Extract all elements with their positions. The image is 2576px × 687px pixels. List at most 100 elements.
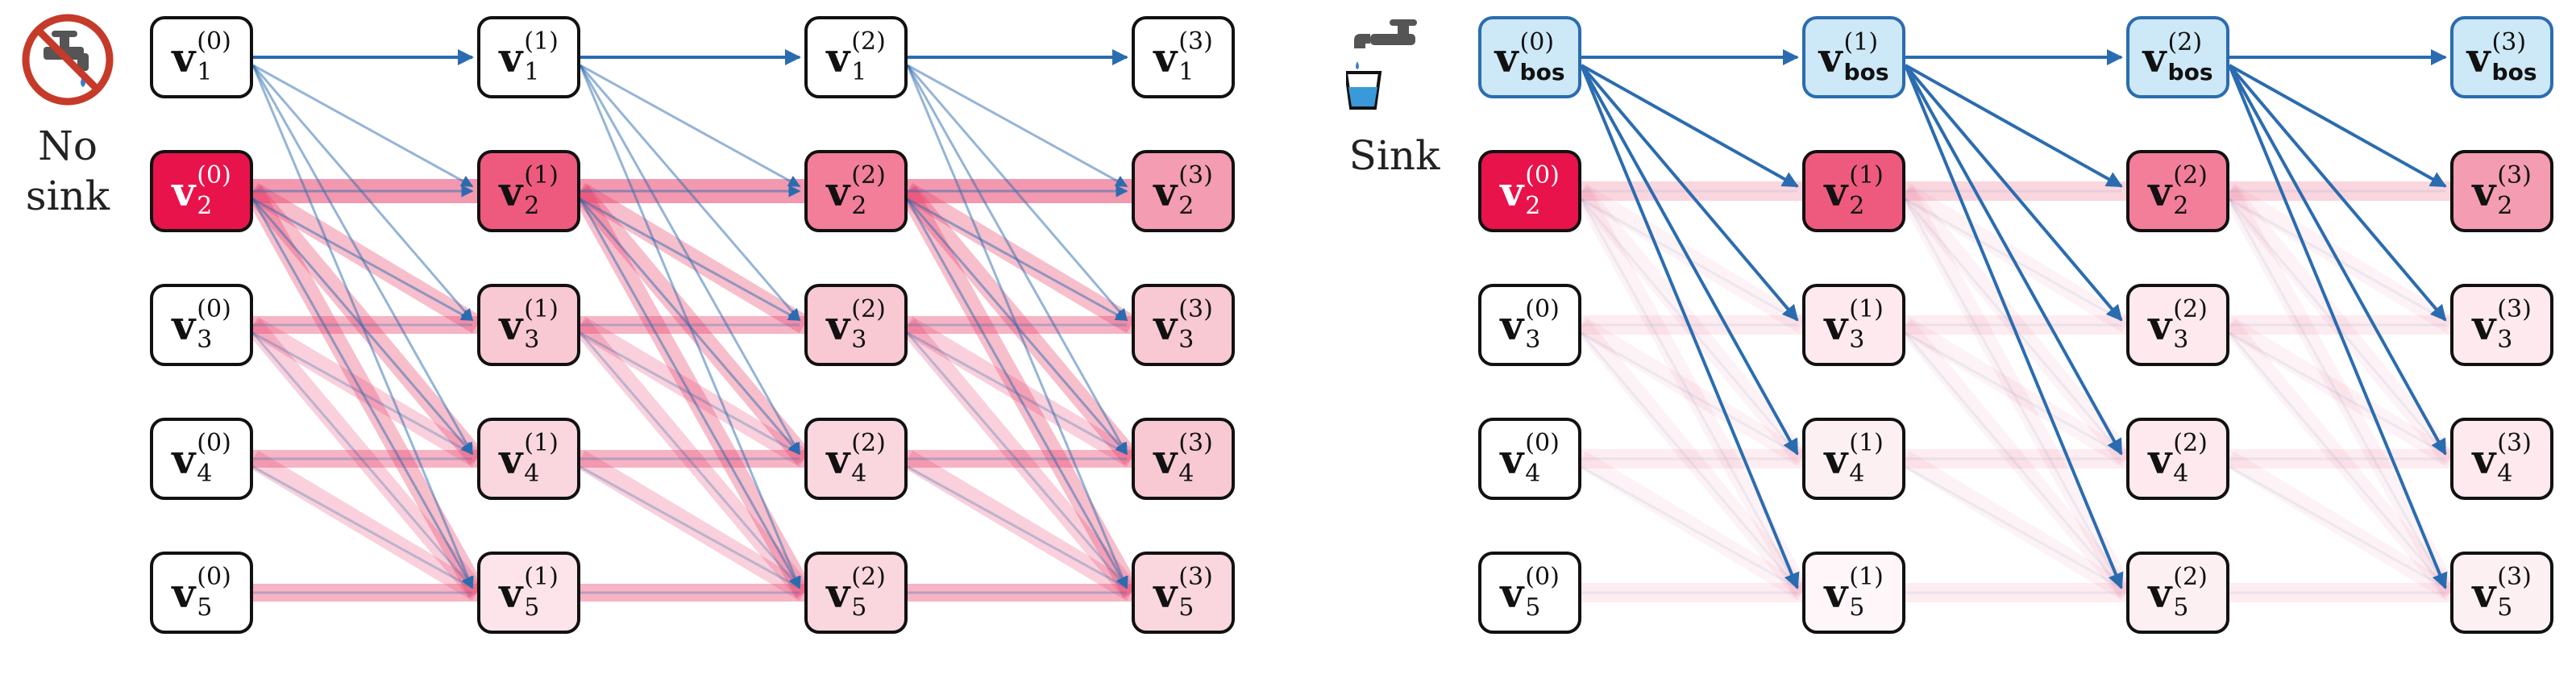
node-token-subscript: 4 — [197, 460, 213, 488]
node-v3-layer2: v(2)3 — [2126, 284, 2229, 366]
node-layer-superscript: (0) — [197, 429, 231, 457]
node-symbol: v — [2472, 568, 2496, 617]
node-symbol: v — [1824, 301, 1848, 349]
node-v5-layer1: v(1)5 — [1802, 552, 1905, 634]
attention-arrow — [580, 331, 800, 456]
attention-arrow — [251, 65, 474, 322]
pink-flow-edge — [575, 450, 810, 602]
pink-flow-edge — [571, 186, 813, 597]
attention-arrow — [907, 465, 1128, 589]
pink-flow-edge — [572, 185, 812, 465]
node-v2-layer0: v(0)2 — [1478, 150, 1581, 232]
node-layer-superscript: (2) — [851, 429, 886, 457]
node-symbol: v — [499, 33, 523, 81]
attention-arrow — [580, 198, 801, 322]
node-symbol: v — [499, 301, 523, 349]
node-token-subscript: 4 — [1525, 460, 1541, 488]
water-faucet-with-glass-icon — [1346, 19, 1417, 110]
pink-flow-edge — [245, 185, 485, 465]
node-layer-superscript: (2) — [851, 161, 886, 189]
attention-arrow — [1580, 65, 1799, 456]
node-layer-superscript: (1) — [524, 563, 559, 591]
node-symbol: v — [2148, 435, 2172, 483]
node-symbol: v — [826, 568, 850, 617]
attention-arrow — [252, 331, 473, 456]
node-v1-layer3: v(3)1 — [1132, 16, 1235, 98]
pink-flow-edge — [1901, 451, 2131, 601]
node-token-subscript: 1 — [524, 58, 540, 86]
node-symbol: v — [172, 568, 196, 617]
node-token-subscript: bos — [2491, 59, 2537, 85]
node-symbol: v — [2148, 301, 2172, 349]
node-layer-superscript: (2) — [2173, 295, 2208, 323]
node-v1-layer0: v(0)1 — [150, 16, 253, 98]
node-symbol: v — [1824, 435, 1848, 483]
node-v4-layer2: v(2)4 — [804, 418, 908, 500]
node-token-subscript: 4 — [524, 460, 540, 488]
node-symbol: v — [2466, 33, 2491, 81]
pink-flow-edge — [1898, 185, 2134, 465]
node-layer-superscript: (0) — [1525, 295, 1560, 323]
node-layer-superscript: (1) — [524, 161, 559, 189]
node-layer-superscript: (1) — [524, 27, 559, 56]
node-symbol: v — [2148, 167, 2172, 215]
node-v4-layer1: v(1)4 — [1802, 418, 1905, 500]
node-symbol: v — [1153, 435, 1178, 483]
node-layer-superscript: (3) — [1178, 161, 1213, 189]
node-layer-superscript: (2) — [851, 295, 886, 323]
node-layer-superscript: (3) — [1178, 563, 1213, 591]
attention-arrow — [2228, 64, 2447, 322]
node-symbol: v — [499, 435, 523, 483]
sink-label: Sink — [1348, 132, 1440, 179]
pink-flow-edge — [1577, 451, 1807, 601]
attention-arrow — [1904, 198, 2123, 589]
node-v1-layer1: v(1)1 — [477, 16, 580, 98]
node-symbol: v — [499, 167, 523, 215]
node-layer-superscript: (3) — [2497, 429, 2532, 457]
node-symbol: v — [1818, 33, 1843, 81]
node-vbos-layer2: v(2)bos — [2126, 16, 2229, 98]
node-v3-layer3: v(3)3 — [1132, 284, 1235, 366]
node-token-subscript: 4 — [1849, 460, 1865, 488]
node-v2-layer1: v(1)2 — [1802, 150, 1905, 232]
node-token-subscript: 2 — [851, 192, 867, 220]
node-v4-layer3: v(3)4 — [1132, 418, 1235, 500]
attention-arrow — [579, 65, 801, 322]
pink-flow-edge — [247, 450, 483, 602]
attention-arrow — [2228, 198, 2447, 589]
node-token-subscript: 2 — [524, 192, 540, 220]
pink-flow-edge — [1897, 186, 2134, 597]
node-v2-layer3: v(3)2 — [2450, 150, 2553, 232]
node-token-subscript: 4 — [2497, 460, 2513, 488]
pink-flow-edge — [1901, 317, 2131, 467]
node-symbol: v — [2142, 33, 2167, 81]
node-token-subscript: 3 — [1178, 326, 1195, 354]
node-token-subscript: 5 — [1525, 593, 1541, 622]
node-token-subscript: 2 — [197, 192, 213, 220]
node-token-subscript: 2 — [2173, 192, 2189, 220]
node-token-subscript: 2 — [1849, 192, 1865, 220]
node-layer-superscript: (3) — [2491, 28, 2527, 56]
attention-arrow — [1580, 198, 1799, 589]
attention-arrow — [252, 465, 473, 589]
node-v2-layer2: v(2)2 — [2126, 150, 2229, 232]
pink-flow-edge — [899, 186, 1141, 597]
node-layer-superscript: (3) — [2497, 161, 2532, 189]
node-token-subscript: 1 — [197, 58, 213, 86]
attention-arrow — [252, 198, 474, 322]
node-symbol: v — [1824, 568, 1848, 617]
pink-flow-edge — [1574, 185, 1809, 465]
node-token-subscript: 1 — [851, 58, 867, 86]
node-symbol: v — [1500, 301, 1524, 349]
node-symbol: v — [172, 167, 196, 215]
node-symbol: v — [1500, 435, 1524, 483]
pink-flow-edge — [900, 185, 1140, 465]
node-layer-superscript: (2) — [2173, 563, 2208, 591]
attention-arrow — [579, 198, 801, 456]
node-layer-superscript: (3) — [1178, 27, 1213, 56]
node-token-subscript: bos — [1519, 59, 1565, 85]
pink-flow-edge — [900, 319, 1140, 599]
node-token-subscript: 1 — [1178, 58, 1195, 86]
